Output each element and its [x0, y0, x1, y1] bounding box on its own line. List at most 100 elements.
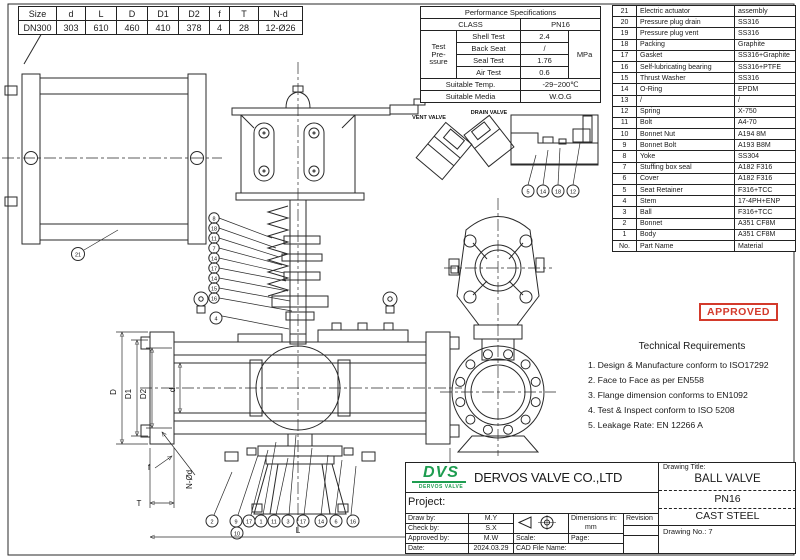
technical-requirements: Technical Requirements 1. Design & Manuf…: [588, 341, 796, 433]
svg-text:1: 1: [259, 520, 262, 526]
dim-label-L: L: [296, 526, 301, 535]
draw-by-value: M.Y: [468, 513, 513, 523]
balloon-callout: 17: [208, 262, 220, 274]
dimensions-unit: mm: [585, 524, 597, 531]
balloon-callout: 12: [566, 184, 580, 198]
balloon-callout: 14: [536, 184, 550, 198]
left-balloon-leaders: [218, 217, 293, 330]
part-material: SS304: [734, 150, 796, 163]
perf-class-label: CLASS: [420, 18, 521, 31]
balloon-callout: 3: [281, 514, 295, 528]
svg-text:17: 17: [246, 520, 252, 526]
part-name: Part Name: [636, 239, 735, 253]
lifting-eye-left: [193, 291, 209, 314]
dim-header: f: [209, 6, 230, 21]
svg-text:6: 6: [334, 520, 337, 526]
svg-text:14: 14: [211, 276, 217, 282]
check-by-value: S.X: [468, 523, 513, 533]
part-no: 13: [612, 94, 637, 107]
perf-unit: MPa: [567, 30, 602, 79]
pressure-class: PN16: [714, 493, 741, 505]
part-material: A193 B8M: [734, 139, 796, 152]
yoke-front-view: [231, 85, 426, 201]
part-no: 17: [612, 49, 637, 62]
perf-row-label: Air Test: [456, 66, 521, 79]
tech-req-item: 3. Flange dimension conforms to EN1092: [588, 390, 748, 400]
part-name: Bonnet Bolt: [636, 139, 735, 152]
balloon-callout: 7: [208, 242, 220, 254]
balloon-callout: 11: [208, 232, 220, 244]
dim-label-D1: D1: [124, 388, 133, 399]
approved-by-value: M.W: [468, 533, 513, 543]
part-no: 1: [612, 228, 637, 241]
performance-spec-table: Performance Specifications CLASS PN16 Te…: [419, 6, 602, 103]
balloon-callout: 17: [296, 514, 310, 528]
company-logo: DVS DERVOS VALVE: [410, 465, 472, 492]
part-no: 18: [612, 38, 637, 51]
dim-value: DN300: [18, 20, 57, 35]
part-material: F316+TCC: [734, 183, 796, 197]
part-no: 21: [612, 4, 637, 18]
drain-valve-label: DRAIN VALVE: [471, 110, 508, 116]
part-material: EPDM: [734, 83, 796, 96]
stem-spring-section: [266, 199, 329, 345]
cad-file-field: CAD File Name:: [513, 543, 623, 553]
third-angle-projection-icon: [517, 515, 556, 530]
part-name: Stem: [636, 195, 735, 208]
part-name: /: [636, 94, 735, 107]
dim-header: N-d: [258, 6, 303, 21]
part-name: Electric actuator: [636, 4, 735, 18]
part-name: Ball: [636, 206, 735, 219]
dim-header: d: [56, 6, 86, 21]
part-material: SS316: [734, 16, 796, 29]
part-no: 16: [612, 60, 637, 74]
dim-label-Nd: N-Ød: [185, 470, 194, 489]
table-row: 13//: [612, 94, 796, 107]
part-no: 8: [612, 150, 637, 163]
dim-label-D: D: [109, 389, 118, 395]
svg-text:11: 11: [271, 520, 277, 526]
date-label: Date:: [406, 543, 468, 553]
part-name: Yoke: [636, 150, 735, 163]
dim-value: 378: [178, 20, 210, 35]
dim-value: 610: [85, 20, 117, 35]
bottom-balloon-leaders: [213, 434, 357, 516]
part-no: 4: [612, 195, 637, 208]
part-no: 11: [612, 116, 637, 130]
dim-header: L: [85, 6, 117, 21]
part-material: 17-4PH+ENP: [734, 195, 796, 208]
part-no: 19: [612, 27, 637, 40]
part-name: Cover: [636, 172, 735, 186]
perf-row-value: 1.76: [520, 54, 569, 67]
dimensions-in-label: Dimensions in:: [571, 515, 617, 522]
dim-label-D2: D2: [139, 388, 148, 399]
part-material: A351 CF8M: [734, 228, 796, 241]
drawing-title-section: Drawing Title: BALL VALVE PN16 CAST STEE…: [658, 463, 796, 553]
part-material: A194 8M: [734, 128, 796, 141]
check-by-label: Check by:: [406, 523, 468, 533]
part-material: Graphite: [734, 38, 796, 51]
balloon-callout: 21: [71, 229, 119, 261]
perf-row-value: 2.4: [520, 30, 569, 43]
part-no: 14: [612, 83, 637, 96]
tech-req-item: 2. Face to Face as per EN558: [588, 375, 704, 385]
dim-header: D: [116, 6, 148, 21]
svg-text:17: 17: [211, 266, 217, 272]
dim-value: 12-Ø26: [258, 20, 303, 35]
perf-group-label: Test Pre- ssure: [420, 30, 457, 79]
part-name: Bonnet Nut: [636, 128, 735, 141]
part-material: SS316: [734, 72, 796, 85]
part-name: Seat Retainer: [636, 183, 735, 197]
